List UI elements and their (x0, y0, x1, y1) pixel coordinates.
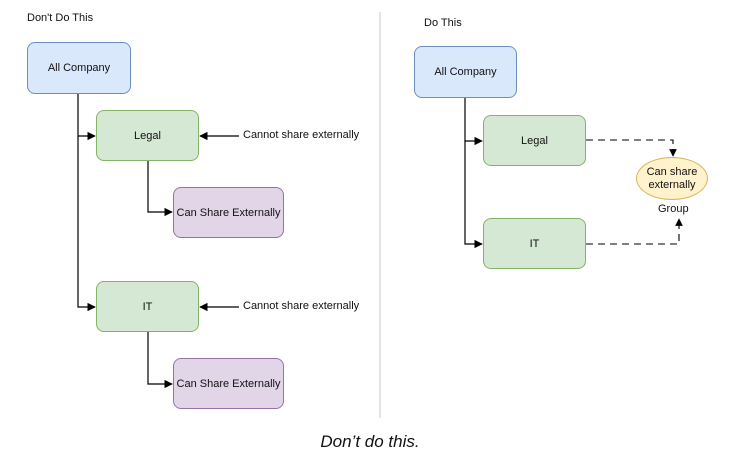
edge-right-root-to-it (464, 141, 483, 249)
group-label: Group (658, 203, 689, 215)
left-root-node[interactable]: All Company (27, 42, 131, 94)
left-legal-node[interactable]: Legal (96, 110, 199, 161)
left-it-child-node[interactable]: Can Share Externally (173, 358, 284, 409)
left-legal-note: Cannot share externally (243, 129, 360, 141)
right-root-node[interactable]: All Company (414, 46, 517, 98)
figure-caption: Don’t do this. (320, 432, 420, 451)
left-it-node[interactable]: IT (96, 281, 199, 332)
right-it-node[interactable]: IT (483, 218, 586, 269)
edge-legal-to-group (586, 139, 677, 157)
left-panel-title: Don't Do This (27, 12, 94, 24)
right-legal-node[interactable]: Legal (483, 115, 586, 166)
edge-it-to-group (586, 218, 683, 245)
edge-right-root-to-legal (464, 98, 483, 146)
left-it-note: Cannot share externally (243, 300, 360, 312)
right-panel-title: Do This (424, 17, 462, 29)
group-node[interactable]: Can share externally (636, 157, 708, 200)
edge-root-to-legal (77, 94, 96, 141)
edge-root-to-it (77, 136, 96, 312)
edge-legal-to-child (147, 161, 173, 217)
edge-it-to-child (147, 332, 173, 389)
left-legal-child-node[interactable]: Can Share Externally (173, 187, 284, 238)
